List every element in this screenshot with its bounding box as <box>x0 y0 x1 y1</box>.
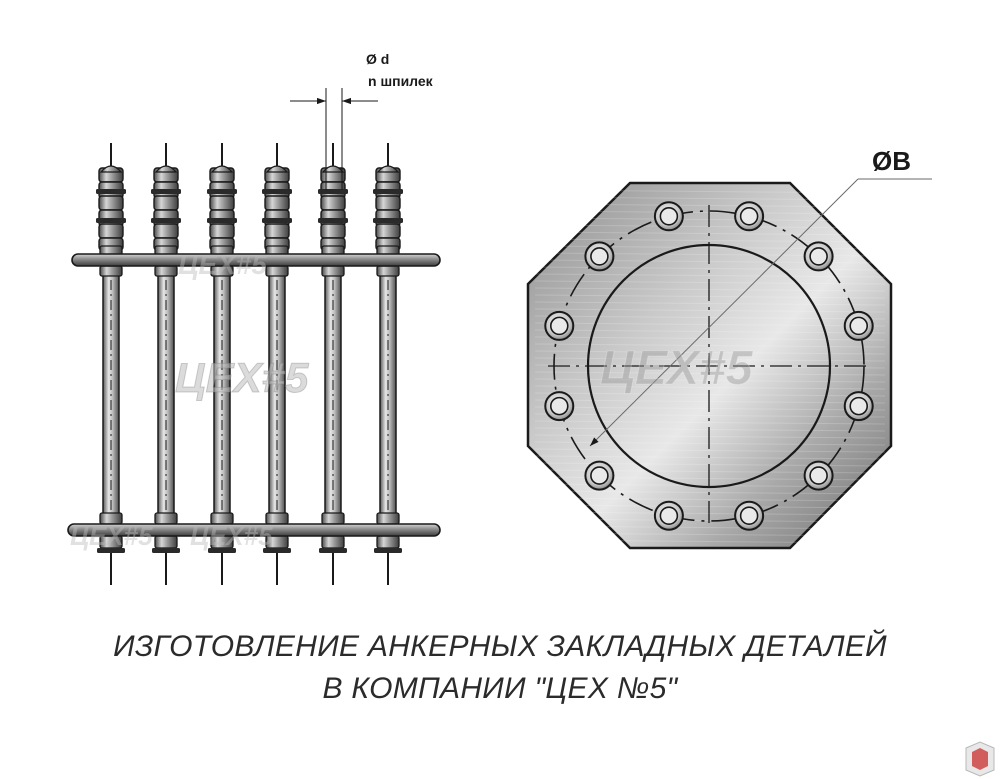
bolt-holes-group <box>544 201 874 531</box>
anchor-stud <box>96 143 126 585</box>
stud-diameter-dimension: Ø d n шпилек <box>290 51 434 190</box>
bolt-hole <box>803 241 834 272</box>
bolt-hole <box>734 201 765 232</box>
bolt-hole <box>653 500 684 531</box>
bolt-hole <box>584 460 615 491</box>
watermark-logo-left-bottom-2: ЦEX#5 <box>190 521 273 551</box>
stud-diameter-label: Ø d <box>366 51 389 67</box>
corner-brand-icon <box>962 740 998 777</box>
caption-line-2: В КОМПАНИИ "ЦЕХ №5" <box>322 672 678 705</box>
bolt-hole <box>803 460 834 491</box>
bolt-hole <box>843 310 874 341</box>
stud-count-label: n шпилек <box>368 73 434 89</box>
plate-diameter-dimension: ØB <box>589 146 932 447</box>
bolt-hole <box>584 241 615 272</box>
base-plate <box>526 181 893 550</box>
bolt-hole <box>734 500 765 531</box>
caption-line-1: ИЗГОТОВЛЕНИЕ АНКЕРНЫХ ЗАКЛАДНЫХ ДЕТАЛЕЙ <box>113 630 887 663</box>
bolt-hole <box>653 201 684 232</box>
anchor-stud <box>318 143 348 585</box>
watermark-logo-left: ЦEX#5 <box>175 354 309 401</box>
watermark-logo-right: ЦEX#5 <box>600 342 754 395</box>
bolt-hole <box>544 391 575 422</box>
anchor-stud <box>373 143 403 585</box>
top-fixing-bar <box>71 253 441 267</box>
watermark-logo-left-bottom: ЦEX#5 <box>70 521 153 551</box>
plate-diameter-label: ØB <box>872 146 911 176</box>
bolt-hole <box>544 310 575 341</box>
bottom-fixing-bar <box>67 523 441 537</box>
bolt-hole <box>843 391 874 422</box>
watermark-logo-left-top: ЦEX#5 <box>178 249 267 280</box>
